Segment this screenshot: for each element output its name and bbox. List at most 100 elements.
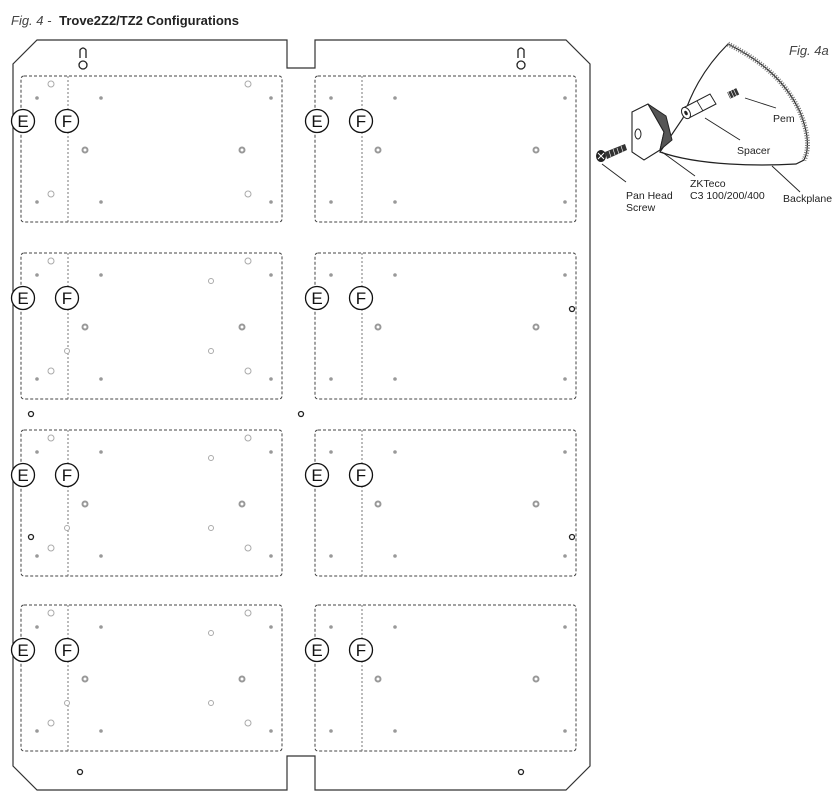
- mounting-point: [563, 96, 567, 100]
- position-label-e: E: [17, 641, 28, 660]
- mounting-point: [393, 96, 397, 100]
- mounting-point: [329, 450, 333, 454]
- bay-outline: [314, 604, 577, 752]
- mounting-point: [563, 450, 567, 454]
- mounting-point: [99, 200, 103, 204]
- spacer-position: [238, 500, 246, 508]
- position-marker-f: F: [348, 462, 374, 488]
- position-label-f: F: [62, 466, 72, 485]
- mounting-point: [563, 273, 567, 277]
- spacer-position: [81, 675, 89, 683]
- mounting-point: [563, 729, 567, 733]
- bay-outline: [314, 75, 577, 223]
- bay-outline: [20, 429, 283, 577]
- standoff-ring: [208, 700, 214, 706]
- spacer-position: [238, 675, 246, 683]
- backplane-edge: [726, 41, 810, 162]
- mounting-point: [35, 729, 39, 733]
- position-marker-f: F: [54, 637, 80, 663]
- mounting-point: [563, 200, 567, 204]
- keyhole-slot-left: [78, 47, 88, 70]
- figure-prefix: Fig. 4 -: [11, 13, 52, 28]
- position-label-f: F: [62, 112, 72, 131]
- mounting-point: [269, 450, 273, 454]
- label-pem: Pem: [773, 113, 795, 125]
- position-label-e: E: [311, 112, 322, 131]
- label-zkteco-line2: C3 100/200/400: [690, 190, 765, 202]
- plate-hole: [517, 768, 525, 776]
- plate-hole: [27, 410, 35, 418]
- mounting-point: [329, 377, 333, 381]
- standoff-ring: [244, 544, 252, 552]
- backplane-sheet: [659, 43, 809, 166]
- standoff-ring: [64, 525, 70, 531]
- spacer-position: [238, 323, 246, 331]
- leader-backplane: [771, 165, 801, 193]
- mounting-point: [329, 200, 333, 204]
- spacer-position: [532, 323, 540, 331]
- mounting-point: [269, 625, 273, 629]
- spacer-standoff: [680, 93, 717, 120]
- mounting-point: [35, 200, 39, 204]
- standoff-ring: [244, 80, 252, 88]
- mounting-point: [269, 377, 273, 381]
- mounting-point: [99, 554, 103, 558]
- mounting-point: [329, 625, 333, 629]
- position-marker-f: F: [348, 285, 374, 311]
- plate-hole: [297, 410, 305, 418]
- mounting-point: [563, 377, 567, 381]
- position-marker-f: F: [54, 285, 80, 311]
- mounting-point: [393, 625, 397, 629]
- position-label-e: E: [17, 112, 28, 131]
- mounting-point: [269, 273, 273, 277]
- standoff-ring: [47, 434, 55, 442]
- spacer-position: [532, 500, 540, 508]
- mounting-point: [393, 377, 397, 381]
- mounting-point: [563, 625, 567, 629]
- leader-zkteco: [661, 151, 696, 177]
- spacer-position: [374, 675, 382, 683]
- standoff-ring: [244, 434, 252, 442]
- position-label-e: E: [311, 289, 322, 308]
- mounting-point: [99, 729, 103, 733]
- spacer-position: [532, 146, 540, 154]
- bay-outline: [20, 75, 283, 223]
- standoff-ring: [244, 609, 252, 617]
- standoff-ring: [244, 257, 252, 265]
- mounting-point: [35, 377, 39, 381]
- label-backplane: Backplane: [783, 193, 832, 205]
- standoff-ring: [47, 544, 55, 552]
- standoff-ring: [47, 609, 55, 617]
- spacer-position: [374, 146, 382, 154]
- standoff-ring: [244, 190, 252, 198]
- position-label-e: E: [17, 289, 28, 308]
- mounting-point: [35, 625, 39, 629]
- mounting-point: [35, 554, 39, 558]
- mounting-point: [393, 554, 397, 558]
- pan-head-screw: [596, 144, 627, 162]
- standoff-ring: [47, 257, 55, 265]
- position-marker-e: E: [10, 108, 36, 134]
- label-pan-head-line1: Pan Head: [626, 190, 673, 202]
- position-marker-e: E: [10, 637, 36, 663]
- plate-hole: [27, 533, 35, 541]
- mounting-point: [269, 200, 273, 204]
- mounting-point: [563, 554, 567, 558]
- position-label-e: E: [311, 641, 322, 660]
- leader-lines: [601, 97, 801, 193]
- leader-pan-head: [601, 163, 627, 183]
- spacer-position: [81, 323, 89, 331]
- mounting-point: [35, 450, 39, 454]
- plate-hole: [568, 305, 576, 313]
- leader-spacer: [704, 117, 741, 141]
- standoff-ring: [64, 700, 70, 706]
- mounting-point: [99, 625, 103, 629]
- position-label-f: F: [356, 112, 366, 131]
- detail-illustration: Fig. 4a: [596, 41, 832, 214]
